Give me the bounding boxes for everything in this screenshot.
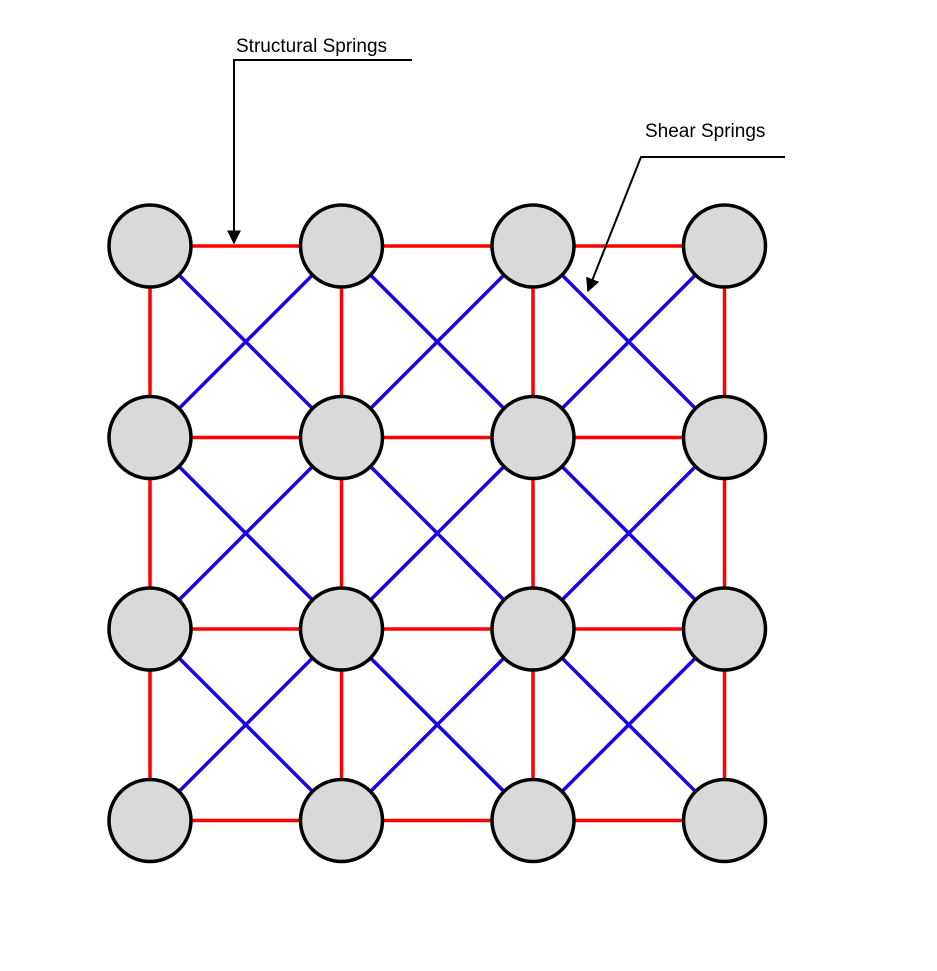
mass-node — [681, 777, 768, 864]
shear-spring — [339, 244, 535, 440]
shear-springs-arrow — [586, 156, 785, 293]
structural-springs-arrow — [227, 59, 412, 245]
structural-springs-annotation: Structural Springs — [227, 36, 412, 245]
mass-node — [681, 203, 768, 289]
mass-node — [490, 586, 576, 672]
shear-spring — [148, 627, 344, 823]
shear-spring — [339, 435, 535, 631]
mass-node — [490, 777, 576, 864]
mass-node — [298, 203, 385, 289]
mass-node — [490, 394, 576, 481]
shear-spring — [531, 244, 727, 440]
shear-springs-group — [148, 244, 727, 823]
structural-springs-label: Structural Springs — [236, 36, 387, 57]
mass-node — [681, 586, 768, 672]
shear-springs-label: Shear Springs — [645, 121, 765, 142]
mass-node — [298, 586, 385, 672]
mass-node — [681, 394, 768, 481]
mass-node — [107, 394, 193, 481]
mass-node — [107, 203, 193, 289]
shear-spring — [339, 627, 535, 823]
mass-node — [490, 203, 576, 289]
mass-node — [107, 777, 193, 864]
shear-spring — [531, 435, 727, 631]
mass-node — [298, 394, 385, 481]
shear-spring — [531, 627, 727, 823]
mass-node — [298, 777, 385, 864]
shear-spring — [148, 435, 344, 631]
mass-nodes-group — [107, 203, 768, 864]
shear-springs-annotation: Shear Springs — [586, 121, 785, 293]
mass-node — [107, 586, 193, 672]
shear-spring — [148, 244, 344, 440]
